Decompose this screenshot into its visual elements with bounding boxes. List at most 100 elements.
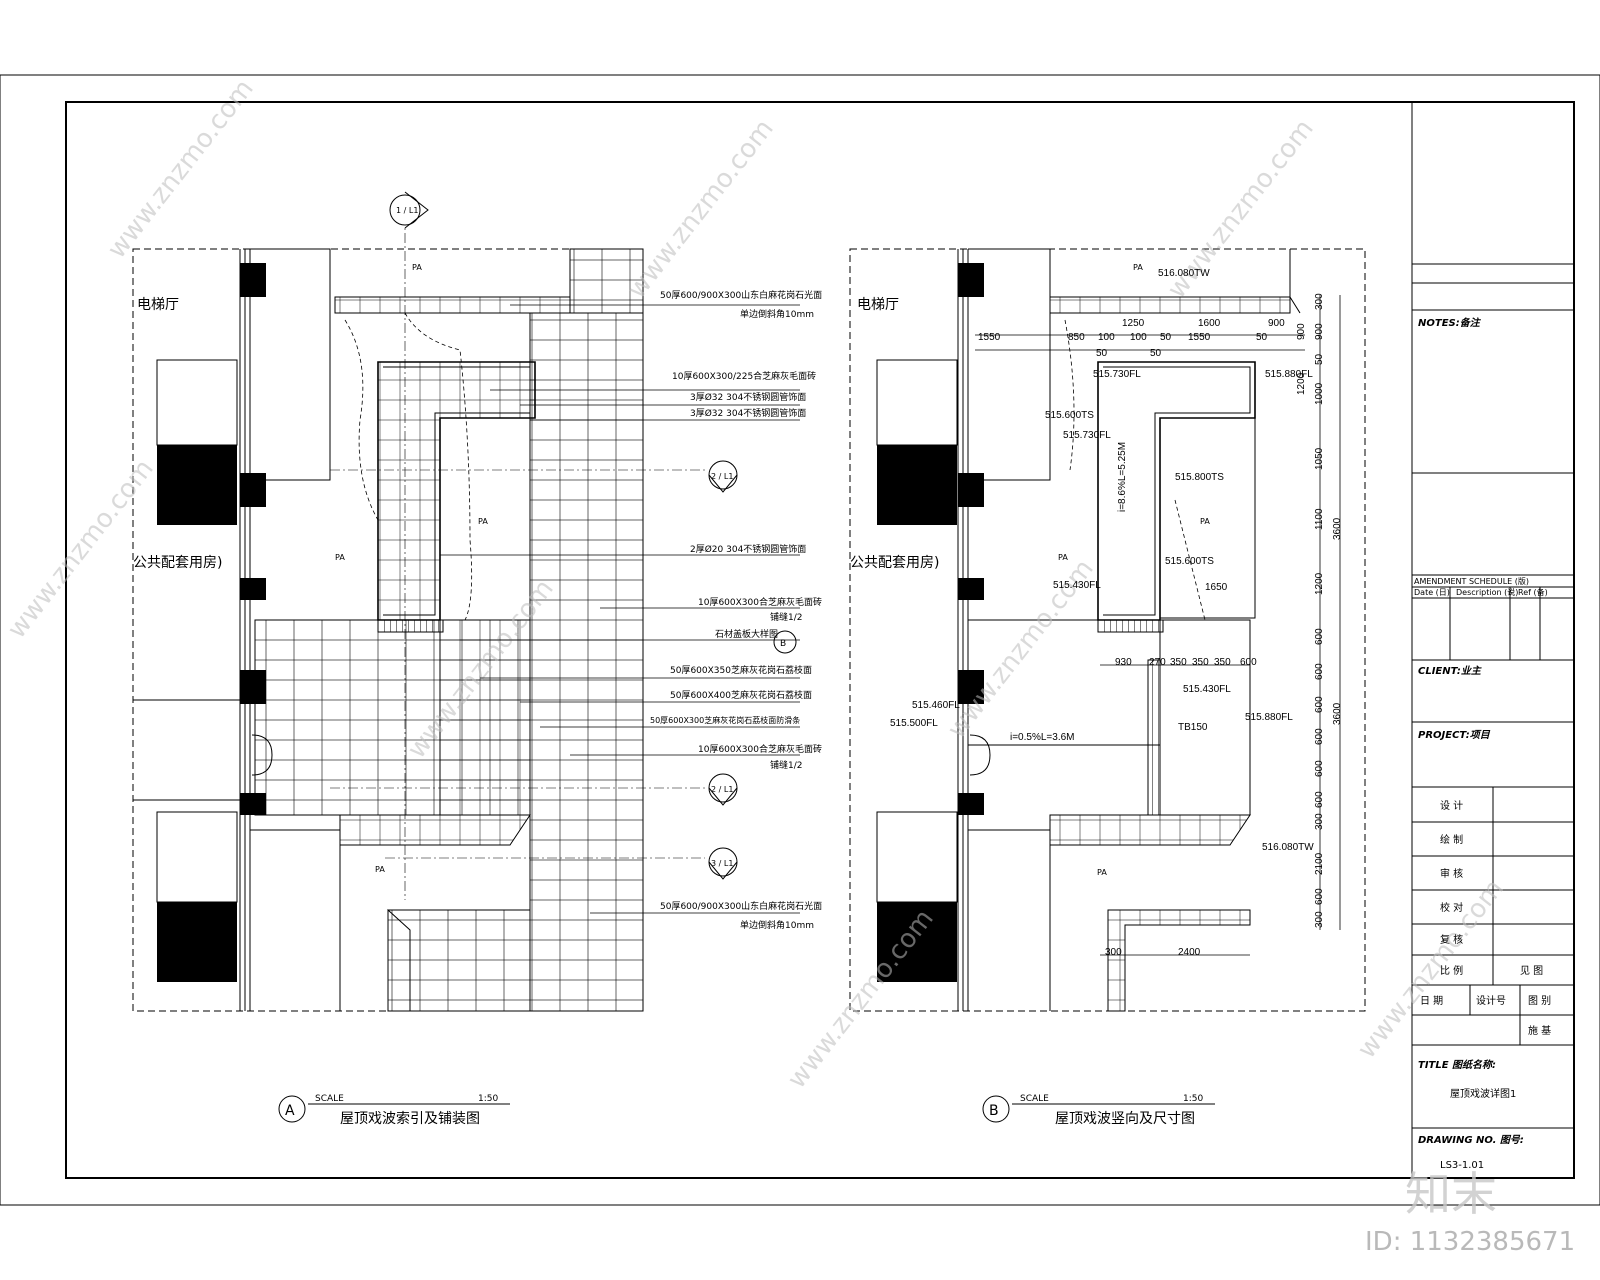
level-label: 515.730FL <box>1063 430 1111 441</box>
dim-label: 300 <box>1314 293 1325 310</box>
dim-label: 50 <box>1314 353 1325 365</box>
role-label: 设 计 <box>1440 799 1463 812</box>
inner-border <box>65 101 1575 1179</box>
role-label: 比 例 <box>1440 964 1463 977</box>
dim-label: 300 <box>1105 947 1122 958</box>
drawing-value: LS3-1.01 <box>1440 1160 1484 1171</box>
plan-a-title: A SCALE 1:50 屋顶戏波索引及铺装图 <box>278 1094 510 1127</box>
callout-text: 50厚600/900X300山东白麻花岗石光面 <box>660 900 822 912</box>
dim-label: 1000 <box>1314 382 1325 405</box>
pa-label: PA <box>412 263 422 272</box>
callout-text: 2厚Ø20 304不锈钢圆管饰面 <box>690 543 806 555</box>
amendment-label: AMENDMENT SCHEDULE (版) <box>1414 576 1529 586</box>
dim-label: 1200 <box>1296 372 1307 395</box>
room-label-public-b: 公共配套用房) <box>850 555 939 571</box>
plan-badge: A <box>285 1103 295 1119</box>
role-label: 审 核 <box>1440 867 1463 880</box>
callout-text: 铺缝1/2 <box>770 611 803 623</box>
title-value: 屋顶戏波详图1 <box>1450 1087 1516 1100</box>
dim-label: 900 <box>1268 318 1285 329</box>
outer-border <box>0 74 1600 1206</box>
amendment-col: Ref (备) <box>1518 587 1548 597</box>
plan-title: 屋顶戏波竖向及尺寸图 <box>1055 1111 1195 1127</box>
dim-label: 2400 <box>1178 947 1201 958</box>
pa-label: PA <box>335 553 345 562</box>
slope-label: i=0.5%L=3.6M <box>1010 732 1075 743</box>
level-label: 515.730FL <box>1093 369 1141 380</box>
drawing-label: DRAWING NO. 图号: <box>1418 1134 1524 1146</box>
section-marker-label: 2 / L1 <box>711 472 733 481</box>
callout-text: 单边倒斜角10mm <box>740 308 814 320</box>
dim-label: 350 <box>1192 657 1209 668</box>
footer-col: 日 期 <box>1420 995 1443 1007</box>
section-markers-a: 2 / L1 2 / L1 3 / L1 B <box>708 460 797 880</box>
dim-label: 3600 <box>1332 702 1343 725</box>
callout-text: 50厚600X400芝麻灰花岗石荔枝面 <box>670 689 812 701</box>
watermark-logo: 知末 <box>1405 1167 1497 1221</box>
pa-label: PA <box>1200 517 1210 526</box>
level-label: 516.080TW <box>1262 842 1314 853</box>
dim-label: 50 <box>1160 332 1172 343</box>
role-value: 见 图 <box>1520 965 1543 977</box>
dim-label: 350 <box>1170 657 1187 668</box>
callout-text: 10厚600X300/225合芝麻灰毛面砖 <box>672 370 816 382</box>
role-label: 校 对 <box>1440 901 1463 914</box>
dim-label: 2100 <box>1314 852 1325 875</box>
callout-text: 10厚600X300合芝麻灰毛面砖 <box>698 596 822 608</box>
callout-text: 石材盖板大样图 <box>715 628 778 640</box>
watermark-id: ID: 1132385671 <box>1365 1227 1575 1257</box>
dim-label: 300 <box>1314 911 1325 928</box>
dim-label: 600 <box>1314 760 1325 777</box>
detail-marker-b: B <box>780 639 786 649</box>
dim-label: 930 <box>1115 657 1132 668</box>
dim-label: 1550 <box>978 332 1001 343</box>
level-label: 515.880FL <box>1245 712 1293 723</box>
pa-label: PA <box>478 517 488 526</box>
title-block-frame <box>1411 102 1574 1178</box>
footer-value: 施 基 <box>1528 1024 1551 1037</box>
callout-leaders <box>440 304 800 914</box>
amendment-col: Description (说) <box>1456 587 1518 597</box>
dim-label: 600 <box>1314 628 1325 645</box>
dim-label: 300 <box>1314 813 1325 830</box>
section-marker-label: 2 / L1 <box>711 785 733 794</box>
level-label: 515.600TS <box>1165 556 1214 567</box>
callout-text: 50厚600/900X300山东白麻花岗石光面 <box>660 289 822 301</box>
callout-text: 单边倒斜角10mm <box>740 919 814 931</box>
plan-b-title: B SCALE 1:50 屋顶戏波竖向及尺寸图 <box>982 1094 1215 1127</box>
dim-label: 1650 <box>1205 582 1228 593</box>
scale-label: SCALE <box>315 1094 344 1104</box>
scale-value: 1:50 <box>1183 1094 1203 1104</box>
level-label: 515.460FL <box>912 700 960 711</box>
role-label: 复 核 <box>1440 933 1463 946</box>
plan-b <box>849 248 1366 1012</box>
level-label: 515.600TS <box>1045 410 1094 421</box>
level-label: 515.880FL <box>1265 369 1313 380</box>
pa-label: PA <box>1133 263 1143 272</box>
room-label-public-a: 公共配套用房) <box>133 555 222 571</box>
role-label: 绘 制 <box>1440 833 1463 846</box>
pa-label: PA <box>375 865 385 874</box>
scale-value: 1:50 <box>478 1094 498 1104</box>
title-label: TITLE 图纸名称: <box>1418 1059 1496 1071</box>
section-marker-label: 3 / L1 <box>711 859 733 868</box>
client-label: CLIENT:业主 <box>1418 665 1482 677</box>
dim-label: 1250 <box>1122 318 1145 329</box>
dim-label: 600 <box>1314 888 1325 905</box>
callout-text: 3厚Ø32 304不锈钢圆管饰面 <box>690 407 806 419</box>
footer-col: 设计号 <box>1476 994 1506 1007</box>
callout-text: 10厚600X300合芝麻灰毛面砖 <box>698 743 822 755</box>
dim-label: 50 <box>1150 348 1162 359</box>
dim-label: 350 <box>1214 657 1231 668</box>
plan-badge: B <box>989 1103 999 1119</box>
dim-label: 600 <box>1314 791 1325 808</box>
pa-label: PA <box>1058 553 1068 562</box>
dim-label: 900 <box>1296 323 1307 340</box>
level-label: 515.430FL <box>1183 684 1231 695</box>
dim-label: 900 <box>1314 323 1325 340</box>
footer-col: 图 别 <box>1528 995 1551 1007</box>
dim-label: 1200 <box>1314 572 1325 595</box>
dim-label: 50 <box>1256 332 1268 343</box>
notes-label: NOTES:备注 <box>1418 317 1482 329</box>
